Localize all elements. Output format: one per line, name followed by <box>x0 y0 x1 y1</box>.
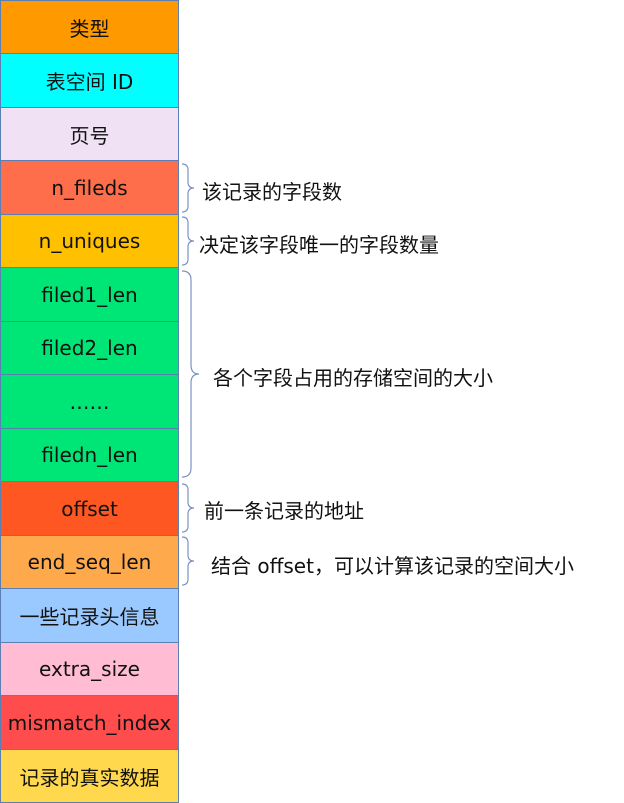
row-type: 类型 <box>0 0 179 54</box>
row-filed1-len: filed1_len <box>0 268 179 322</box>
note-n-fileds: 该记录的字段数 <box>202 180 342 204</box>
row-page-number: 页号 <box>0 108 179 161</box>
brace-offset <box>181 483 195 533</box>
row-real-data: 记录的真实数据 <box>0 750 179 803</box>
row-offset: offset <box>0 482 179 536</box>
note-n-uniques: 决定该字段唯一的字段数量 <box>199 233 439 257</box>
brace-n-uniques <box>181 216 195 266</box>
row-ellipsis: …… <box>0 375 179 429</box>
note-offset: 前一条记录的地址 <box>204 499 364 523</box>
record-structure-stack: 类型 表空间 ID 页号 n_fileds n_uniques filed1_l… <box>0 0 179 803</box>
note-field-lens: 各个字段占用的存储空间的大小 <box>213 366 493 390</box>
brace-field-lens <box>181 270 200 478</box>
brace-n-fileds <box>181 163 195 213</box>
row-tablespace-id: 表空间 ID <box>0 54 179 108</box>
note-end-seq-len: 结合 offset，可以计算该记录的空间大小 <box>211 554 574 578</box>
row-n-uniques: n_uniques <box>0 215 179 268</box>
brace-end-seq-len <box>181 536 195 586</box>
row-filedn-len: filedn_len <box>0 429 179 482</box>
row-extra-size: extra_size <box>0 643 179 696</box>
row-filed2-len: filed2_len <box>0 322 179 375</box>
row-n-fileds: n_fileds <box>0 161 179 215</box>
row-end-seq-len: end_seq_len <box>0 536 179 589</box>
row-record-header-info: 一些记录头信息 <box>0 589 179 643</box>
row-mismatch-index: mismatch_index <box>0 696 179 750</box>
